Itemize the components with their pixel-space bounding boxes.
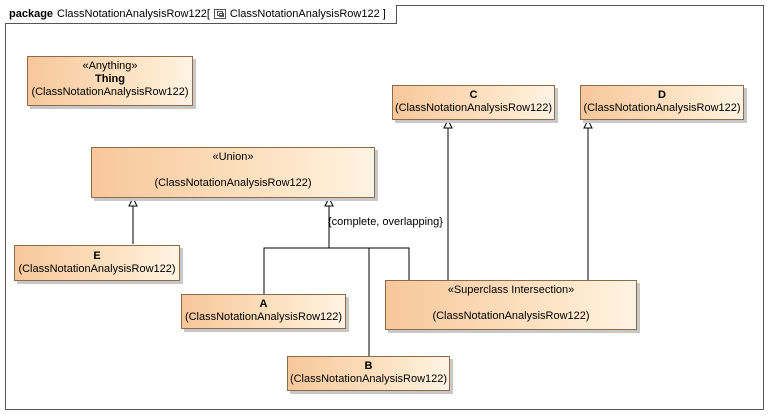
class-a[interactable]: A (ClassNotationAnalysisRow122)	[181, 294, 346, 329]
class-name	[386, 297, 636, 310]
generalization-arrowhead	[583, 118, 593, 129]
class-union[interactable]: «Union» (ClassNotationAnalysisRow122)	[91, 147, 375, 198]
class-c[interactable]: C (ClassNotationAnalysisRow122)	[392, 85, 555, 120]
class-name: A	[259, 298, 268, 310]
stereotype-label: «Union»	[212, 151, 254, 163]
stereotype-label: «Superclass Intersection»	[447, 284, 575, 296]
generalization-arrowhead	[324, 196, 334, 207]
generalization-arrowhead	[443, 118, 453, 129]
bracket-close: ]	[382, 8, 386, 20]
class-d[interactable]: D (ClassNotationAnalysisRow122)	[580, 85, 744, 120]
class-name: C	[469, 89, 478, 101]
class-name: B	[364, 360, 373, 372]
package-keyword: package	[9, 8, 54, 20]
class-name: Thing	[95, 73, 125, 85]
stereotype-label: «Anything»	[82, 60, 138, 72]
package-qualifier: (ClassNotationAnalysisRow122)	[289, 373, 448, 385]
constraint-label: {complete, overlapping}	[328, 216, 443, 228]
class-thing[interactable]: «Anything» Thing (ClassNotationAnalysisR…	[27, 56, 193, 106]
edge-shared-to-union	[263, 247, 410, 294]
class-e[interactable]: E (ClassNotationAnalysisRow122)	[14, 245, 180, 281]
class-diagram-icon	[213, 9, 226, 19]
package-qualifier: (ClassNotationAnalysisRow122)	[31, 86, 189, 98]
package-qualifier: (ClassNotationAnalysisRow122)	[432, 310, 590, 322]
package-qualifier: (ClassNotationAnalysisRow122)	[154, 177, 312, 189]
package-qualifier: (ClassNotationAnalysisRow122)	[184, 311, 343, 323]
class-b[interactable]: B (ClassNotationAnalysisRow122)	[287, 356, 450, 391]
package-qualifier: (ClassNotationAnalysisRow122)	[394, 102, 553, 114]
class-name: D	[658, 89, 666, 101]
package-name: ClassNotationAnalysisRow122	[57, 8, 207, 20]
class-name: E	[93, 250, 101, 262]
diagram-name: ClassNotationAnalysisRow122	[229, 8, 380, 20]
bracket-open: [	[206, 8, 210, 20]
class-superclass-intersection[interactable]: «Superclass Intersection» (ClassNotation…	[385, 280, 637, 330]
package-qualifier: (ClassNotationAnalysisRow122)	[583, 102, 741, 114]
class-name	[92, 164, 374, 177]
package-qualifier: (ClassNotationAnalysisRow122)	[18, 263, 176, 275]
generalization-arrowhead	[128, 196, 138, 207]
